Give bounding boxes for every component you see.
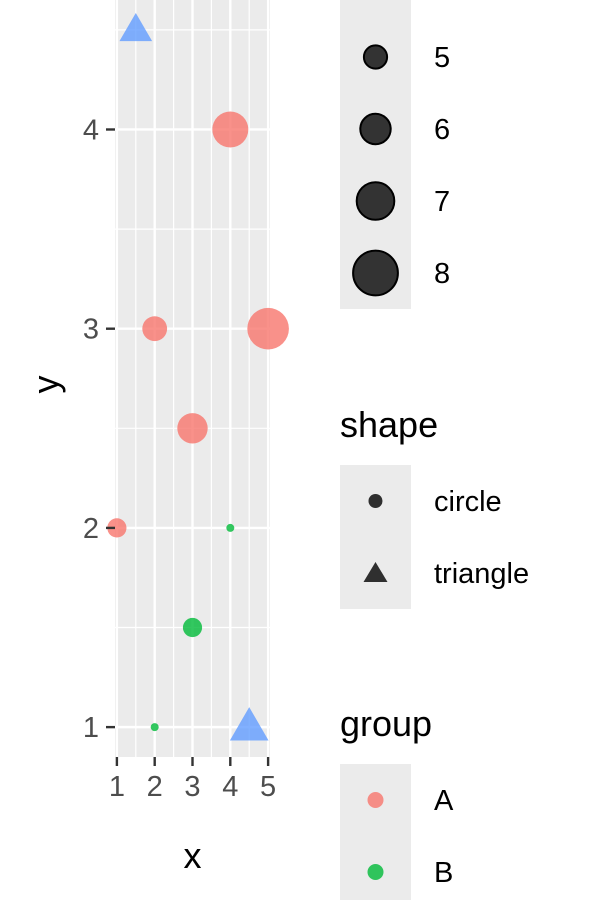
x-tick-label: 2: [147, 771, 163, 803]
x-tick-label: 1: [109, 771, 125, 803]
data-point: [247, 307, 289, 350]
legend-size-key: [359, 112, 392, 146]
x-tick-label: 4: [222, 771, 238, 803]
x-axis-title: x: [184, 835, 202, 876]
legend-shape-label: triangle: [434, 558, 529, 590]
legend-size-key: [352, 249, 399, 297]
legend-size-key: [355, 181, 396, 221]
legend-size-label: 6: [434, 114, 450, 146]
x-tick-label: 5: [260, 771, 276, 803]
data-point: [177, 413, 208, 444]
data-point: [150, 723, 159, 732]
legend-group-title: group: [340, 703, 432, 744]
legend-group-label: B: [434, 857, 453, 889]
data-point: [182, 617, 203, 638]
y-tick-label: 2: [83, 513, 99, 545]
legend-size-label: 5: [434, 42, 450, 74]
legend-shape-label: circle: [434, 486, 502, 518]
legend-color-key: [367, 864, 384, 880]
data-point-triangle: [229, 707, 269, 741]
legend-color-key: [367, 792, 384, 808]
legend-size-label: 8: [434, 258, 450, 290]
legend-group-label: A: [434, 785, 454, 817]
data-point: [212, 111, 249, 148]
data-point: [226, 523, 235, 532]
data-point-triangle: [119, 13, 153, 42]
y-tick-label: 4: [83, 114, 99, 146]
legend-circle-key: [368, 494, 383, 508]
x-tick-label: 3: [184, 771, 200, 803]
y-tick-label: 3: [83, 314, 99, 346]
data-point: [107, 518, 127, 538]
legend-triangle-key: [363, 562, 388, 582]
shape-legend-keys-background: [340, 465, 411, 609]
legend-size-label: 7: [434, 186, 450, 218]
legend-shape-title: shape: [340, 404, 438, 445]
y-tick-label: 1: [83, 712, 99, 744]
legend-size-key: [362, 44, 389, 70]
y-axis-title: y: [25, 376, 66, 394]
data-point: [142, 316, 168, 342]
